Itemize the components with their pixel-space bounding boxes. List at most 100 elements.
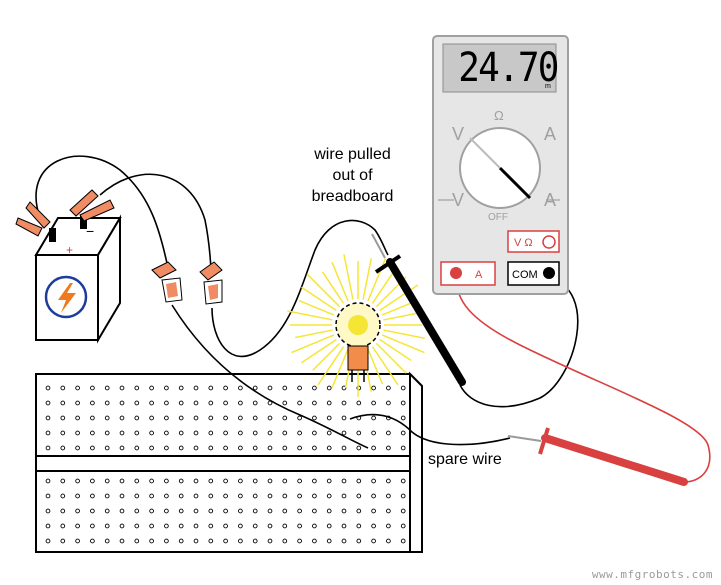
- breadboard-hole: [119, 415, 125, 421]
- breadboard-hole: [119, 385, 125, 391]
- wire-battery-minus: [99, 173, 212, 269]
- breadboard-hole: [193, 385, 199, 391]
- breadboard-hole: [60, 430, 66, 436]
- dial-label-off: OFF: [488, 212, 508, 223]
- breadboard-hole: [223, 385, 228, 391]
- breadboard-hole: [178, 445, 184, 451]
- battery-plus-sign: +: [66, 243, 73, 257]
- breadboard-hole: [297, 478, 302, 484]
- breadboard-hole: [134, 430, 140, 436]
- breadboard-hole: [371, 538, 376, 544]
- breadboard-hole: [223, 415, 228, 421]
- breadboard-hole: [400, 478, 406, 484]
- breadboard-hole: [312, 493, 317, 499]
- breadboard-hole: [164, 415, 169, 421]
- lcd-unit-suffix: m: [545, 83, 551, 90]
- breadboard-hole: [75, 493, 80, 499]
- breadboard-hole: [60, 493, 66, 499]
- breadboard-hole: [119, 400, 125, 406]
- breadboard-hole: [193, 478, 199, 484]
- breadboard-hole: [267, 445, 273, 451]
- breadboard-hole: [282, 493, 288, 499]
- breadboard-hole: [297, 508, 302, 514]
- breadboard-hole: [371, 385, 376, 391]
- breadboard-hole: [134, 478, 140, 484]
- breadboard-hole: [356, 385, 362, 391]
- breadboard-hole: [223, 400, 228, 406]
- breadboard-hole: [326, 538, 332, 544]
- breadboard-hole: [238, 493, 243, 499]
- breadboard-hole: [178, 400, 184, 406]
- breadboard-hole: [104, 478, 110, 484]
- breadboard-hole: [267, 538, 273, 544]
- breadboard-hole: [90, 430, 95, 436]
- breadboard-holes: [45, 385, 406, 544]
- breadboard-hole: [326, 523, 332, 529]
- breadboard-hole: [267, 430, 273, 436]
- breadboard-hole: [282, 400, 288, 406]
- glow-ray: [362, 258, 373, 300]
- breadboard-hole: [193, 415, 199, 421]
- breadboard-hole: [149, 385, 154, 391]
- breadboard-hole: [75, 430, 80, 436]
- breadboard-hole: [164, 538, 169, 544]
- wire-pulled-out: [211, 219, 389, 358]
- breadboard-hole: [164, 508, 169, 514]
- breadboard-hole: [90, 523, 95, 529]
- breadboard-hole: [356, 445, 362, 451]
- breadboard-hole: [267, 508, 273, 514]
- breadboard-hole: [400, 508, 406, 514]
- black-probe-lead: [459, 276, 579, 408]
- breadboard-hole: [90, 508, 95, 514]
- breadboard-hole: [356, 508, 362, 514]
- breadboard-hole: [164, 523, 169, 529]
- breadboard-hole: [75, 478, 80, 484]
- battery: [34, 214, 122, 344]
- breadboard-hole: [386, 508, 391, 514]
- breadboard-hole: [104, 430, 110, 436]
- alligator-clip-left: [151, 261, 183, 303]
- breadboard-hole: [119, 430, 125, 436]
- glow-ray: [317, 346, 345, 386]
- breadboard-hole: [208, 430, 214, 436]
- breadboard-hole: [400, 445, 406, 451]
- breadboard-hole: [371, 445, 376, 451]
- jack-label-com: COM: [512, 269, 538, 281]
- dial-label-v-dc: V: [452, 190, 464, 210]
- breadboard-hole: [104, 385, 110, 391]
- caption-spare-wire: spare wire: [428, 451, 502, 468]
- breadboard-hole: [341, 415, 347, 421]
- dial-label-a-dc: A: [544, 190, 556, 210]
- breadboard-hole: [45, 400, 51, 406]
- breadboard-hole: [371, 430, 376, 436]
- black-probe: [371, 233, 466, 386]
- glow-ray: [331, 348, 349, 389]
- breadboard-hole: [238, 430, 243, 436]
- breadboard-hole: [312, 523, 317, 529]
- breadboard-hole: [252, 385, 258, 391]
- breadboard-hole: [341, 508, 347, 514]
- breadboard-hole: [267, 493, 273, 499]
- breadboard-hole: [326, 508, 332, 514]
- glow-ray: [379, 338, 412, 362]
- breadboard-hole: [134, 508, 140, 514]
- breadboard-hole: [400, 400, 406, 406]
- breadboard-hole: [178, 538, 184, 544]
- breadboard-hole: [238, 523, 243, 529]
- breadboard-hole: [60, 415, 66, 421]
- breadboard-hole: [208, 478, 214, 484]
- breadboard-hole: [75, 538, 80, 544]
- breadboard-hole: [149, 430, 154, 436]
- breadboard-hole: [134, 523, 140, 529]
- lightning-bolt-icon: [58, 283, 76, 313]
- breadboard-hole: [119, 508, 125, 514]
- breadboard-hole: [252, 523, 258, 529]
- glow-ray: [371, 271, 395, 304]
- breadboard-hole: [400, 523, 406, 529]
- jack-label-amp: A: [475, 269, 483, 281]
- breadboard-hole: [356, 400, 362, 406]
- breadboard-hole: [297, 400, 302, 406]
- breadboard-hole: [164, 493, 169, 499]
- breadboard-hole: [356, 430, 362, 436]
- breadboard-hole: [356, 493, 362, 499]
